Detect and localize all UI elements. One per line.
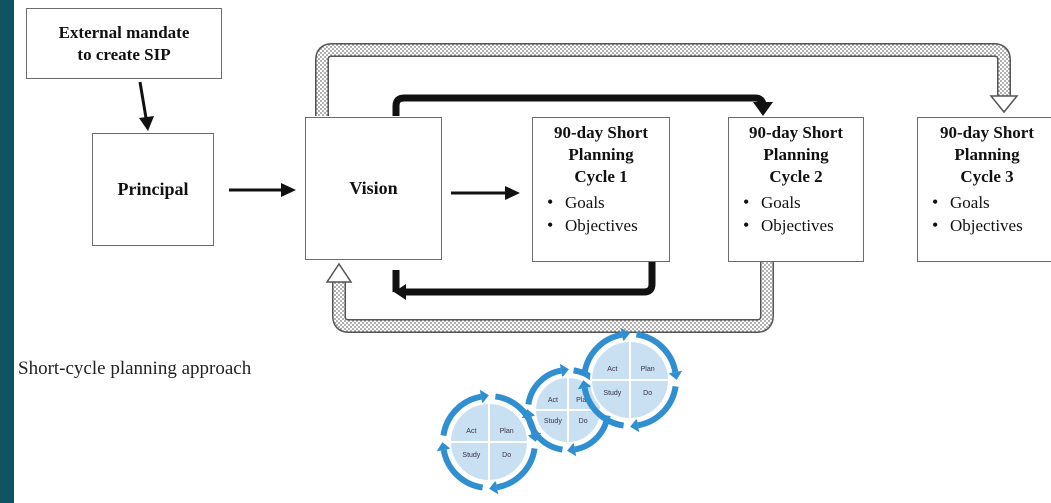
pdsa-ring-arrow	[581, 331, 623, 375]
pdsa-ring-arrow	[635, 331, 679, 373]
cycle-1-title-line-3: Cycle 1	[574, 167, 628, 187]
pdsa-label-act: Act	[466, 428, 476, 435]
mandate-line-2: to create SIP	[77, 44, 171, 64]
pdsa-ring-arrowhead	[479, 389, 489, 404]
cycle-1-goals: Goals	[547, 191, 669, 214]
cycle-2-goals: Goals	[743, 191, 863, 214]
cycle-1-objectives: Objectives	[547, 214, 669, 237]
cycle-1-bullets: Goals Objectives	[533, 191, 669, 236]
vision-box: Vision	[305, 117, 442, 260]
pdsa-label-plan: Plan	[576, 397, 590, 404]
pdsa-ring-arrowhead	[668, 370, 683, 380]
cycle-3-title-line-3: Cycle 3	[960, 167, 1014, 187]
pdsa-ring-arrowhead	[521, 409, 536, 419]
left-accent-bar	[0, 0, 14, 503]
cycle-2-box: 90-day Short Planning Cycle 2 Goals Obje…	[728, 117, 864, 262]
pdsa-ring-arrow	[525, 416, 563, 453]
cycle-2-bullets: Goals Objectives	[729, 191, 863, 236]
cycle-1-title-line-1: 90-day Short	[554, 123, 648, 142]
pdsa-ring-arrow	[496, 447, 538, 491]
pdsa-label-study: Study	[603, 390, 621, 397]
pdsa-label-study: Study	[544, 418, 562, 425]
pdsa-label-act: Act	[607, 366, 617, 373]
vision-label: Vision	[349, 178, 398, 198]
cycle-2-title-line-1: 90-day Short	[749, 123, 843, 142]
cycle-1-title-line-2: Planning	[568, 145, 634, 165]
cycle-2-objectives: Objectives	[743, 214, 863, 237]
pdsa-label-plan: Plan	[500, 428, 514, 435]
pdsa-ring-arrow	[525, 367, 562, 405]
pdsa-ring-arrowhead	[577, 380, 592, 390]
cycle-2-title-line-2: Planning	[763, 145, 829, 165]
cycle-1-box: 90-day Short Planning Cycle 1 Goals Obje…	[532, 117, 670, 262]
pdsa-ring-arrowhead	[436, 442, 451, 452]
cycle-3-title-line-2: Planning	[954, 145, 1020, 165]
top-dotted-arrowhead	[989, 95, 1019, 114]
pdsa-ring-arrow	[440, 393, 482, 437]
arrow-mandate-principal	[138, 81, 148, 119]
principal-box: Principal	[92, 133, 214, 246]
caption: Short-cycle planning approach	[18, 358, 252, 379]
pdsa-ring-arrow	[637, 385, 679, 429]
mandate-line-1: External mandate	[58, 23, 190, 43]
cycle-3-box: 90-day Short Planning Cycle 3 Goals Obje…	[917, 117, 1051, 262]
pdsa-ring-arrowhead	[559, 363, 569, 378]
principal-label: Principal	[117, 179, 189, 199]
pdsa-ring-arrow	[581, 387, 625, 429]
pdsa-label-do: Do	[579, 418, 588, 425]
bottom-solid-loop	[404, 262, 656, 296]
external-mandate-box: External mandate to create SIP	[26, 8, 222, 79]
pdsa-ring-arrowhead	[630, 418, 640, 433]
pdsa-label-act: Act	[548, 397, 558, 404]
pdsa-ring-arrowhead	[620, 327, 630, 342]
cycle-3-bullets: Goals Objectives	[918, 191, 1051, 236]
cycle-2-title-line-3: Cycle 2	[769, 167, 823, 187]
pdsa-ring-arrow	[440, 449, 484, 491]
cycle-3-title-line-1: 90-day Short	[940, 123, 1034, 142]
pdsa-ring-arrowhead	[567, 442, 577, 457]
cycle-3-objectives: Objectives	[932, 214, 1051, 237]
pdsa-ring-arrowhead	[489, 480, 499, 495]
pdsa-label-do: Do	[643, 390, 652, 397]
bottom-dotted-arrowhead	[325, 262, 353, 283]
pdsa-label-plan: Plan	[641, 366, 655, 373]
cycle-3-goals: Goals	[932, 191, 1051, 214]
pdsa-label-study: Study	[462, 452, 480, 459]
pdsa-label-do: Do	[502, 452, 511, 459]
